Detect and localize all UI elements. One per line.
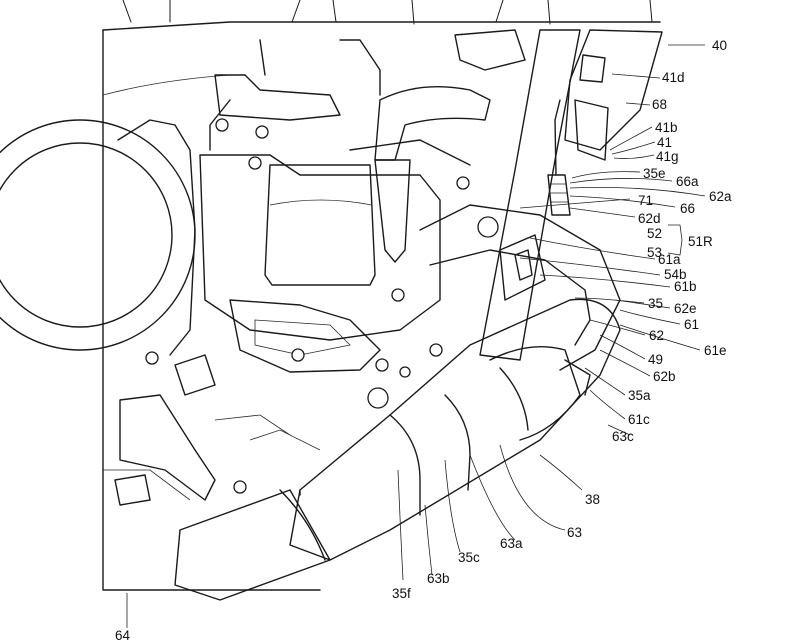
label-63c: 63c xyxy=(612,429,634,444)
label-62: 62 xyxy=(649,328,664,343)
label-68: 68 xyxy=(652,97,667,112)
label-41: 41 xyxy=(657,135,672,150)
sensor-71 xyxy=(547,99,571,216)
label-66a: 66a xyxy=(676,174,699,189)
engine-crankcase-cover xyxy=(0,74,231,501)
label-41g: 41g xyxy=(656,149,679,164)
label-35: 35 xyxy=(648,296,663,311)
label-63a: 63a xyxy=(500,536,523,551)
frame-member-40 xyxy=(479,29,663,361)
leader-lines xyxy=(126,44,706,628)
label-53: 53 xyxy=(647,245,662,260)
label-49: 49 xyxy=(648,352,663,367)
muffler-38 xyxy=(289,298,621,561)
label-62e: 62e xyxy=(674,301,697,316)
upper-pipes-and-manifold xyxy=(209,29,526,263)
label-62b: 62b xyxy=(653,369,676,384)
exhaust-tail-section xyxy=(174,489,331,601)
label-63b: 63b xyxy=(427,571,450,586)
lower-stand-bracket xyxy=(114,394,321,506)
label-35e: 35e xyxy=(643,166,666,181)
label-35f: 35f xyxy=(392,586,411,601)
cylinder-head-block xyxy=(174,154,441,396)
exhaust-pipe-61 xyxy=(419,204,621,371)
label-41b: 41b xyxy=(655,120,678,135)
reference-labels: 40 41d 68 41b 41 41g 35e 66a 62a 66 71 6… xyxy=(115,38,732,643)
label-66: 66 xyxy=(680,201,695,216)
label-40: 40 xyxy=(712,38,727,53)
label-64: 64 xyxy=(115,628,131,643)
label-54b: 54b xyxy=(664,267,687,282)
label-63: 63 xyxy=(567,525,582,540)
label-51R: 51R xyxy=(688,234,713,249)
label-52: 52 xyxy=(647,226,662,241)
label-61b: 61b xyxy=(674,279,697,294)
label-61a: 61a xyxy=(658,252,681,267)
bolts xyxy=(145,118,499,494)
label-38: 38 xyxy=(585,492,600,507)
label-41d: 41d xyxy=(662,70,685,85)
label-62d: 62d xyxy=(638,211,661,226)
label-71: 71 xyxy=(638,193,653,208)
label-62a: 62a xyxy=(709,189,732,204)
label-35a: 35a xyxy=(628,388,651,403)
top-frame-lines xyxy=(122,0,653,25)
frame-border xyxy=(102,21,661,591)
label-35c: 35c xyxy=(458,550,480,565)
label-61c: 61c xyxy=(628,412,650,427)
label-61: 61 xyxy=(684,317,699,332)
label-61e: 61e xyxy=(704,343,727,358)
